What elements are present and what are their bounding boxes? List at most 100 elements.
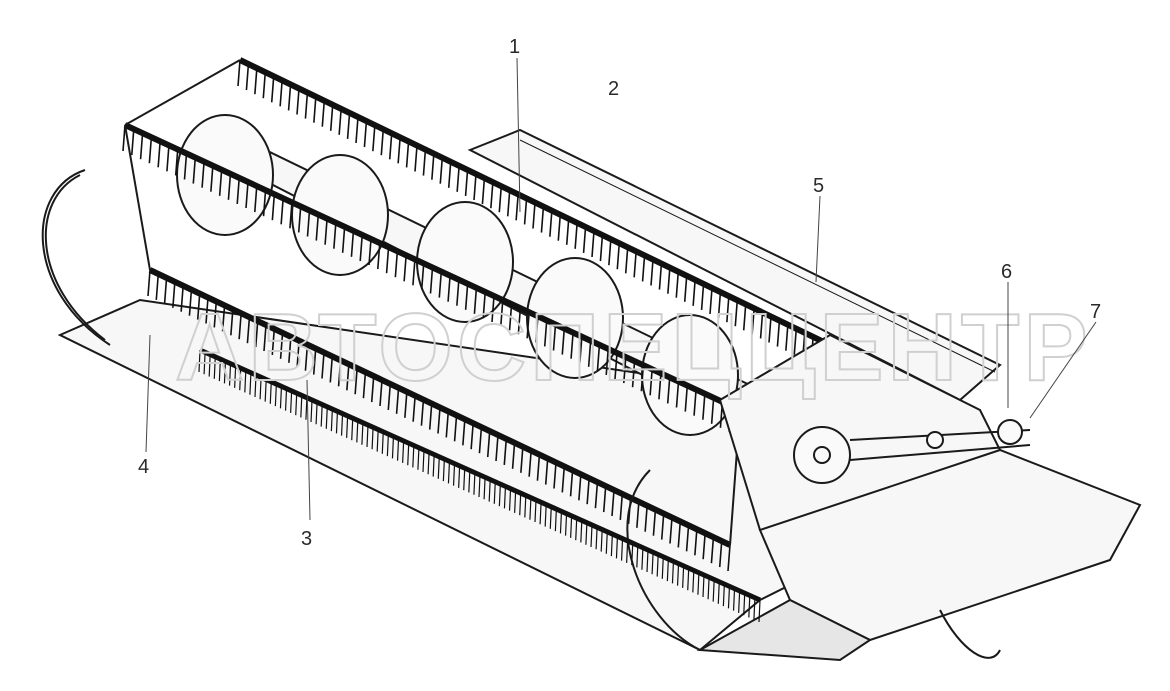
rake-tine bbox=[718, 541, 723, 568]
cutter-tooth bbox=[381, 431, 384, 454]
rake-tine bbox=[624, 247, 629, 274]
callout-6: 6 bbox=[1001, 261, 1012, 283]
rake-tine bbox=[456, 165, 460, 192]
rake-tine bbox=[478, 427, 483, 454]
rake-tine bbox=[288, 336, 292, 363]
rake-tine bbox=[395, 387, 400, 414]
rake-tine bbox=[422, 149, 427, 176]
rake-tine bbox=[523, 198, 528, 225]
rake-tine bbox=[596, 344, 601, 371]
rake-tine bbox=[304, 344, 309, 371]
rake-tine bbox=[279, 80, 283, 107]
rake-tine bbox=[245, 181, 249, 209]
rake-tine bbox=[710, 397, 715, 424]
rake-tine bbox=[139, 133, 144, 160]
rake-tine bbox=[205, 297, 209, 324]
header-back-wall bbox=[467, 128, 1002, 402]
leader-line-5 bbox=[815, 195, 821, 283]
cutter-tooth bbox=[712, 579, 715, 602]
rake-tine bbox=[237, 59, 241, 87]
cutter-tooth bbox=[534, 499, 537, 523]
cutter-tooth bbox=[564, 513, 568, 536]
rake-tine bbox=[619, 493, 624, 520]
cutter-tooth bbox=[478, 474, 481, 498]
cutter-tooth bbox=[483, 477, 486, 500]
cutter-tooth bbox=[295, 393, 298, 416]
cutter-tooth bbox=[371, 427, 374, 450]
rake-tine bbox=[658, 373, 662, 400]
rake-tine bbox=[270, 76, 275, 103]
cutter-tooth bbox=[498, 484, 501, 507]
right-end-cover bbox=[626, 333, 1142, 662]
rake-tine bbox=[734, 300, 739, 327]
rake-tine bbox=[498, 186, 503, 213]
cutter-tooth bbox=[320, 404, 323, 427]
callout-labels: 1 2 3 4 5 6 7 bbox=[138, 36, 1101, 550]
rake-tine bbox=[363, 121, 368, 148]
cutter-tooth bbox=[503, 486, 507, 509]
rake-tine bbox=[388, 133, 393, 160]
cutter-tooth bbox=[407, 443, 410, 466]
rake-tine bbox=[552, 324, 557, 351]
cutter-tooth bbox=[575, 518, 578, 541]
cutter-tooth bbox=[249, 372, 252, 395]
cutter-tooth bbox=[600, 529, 603, 552]
rake-tine bbox=[481, 178, 486, 205]
rake-tine bbox=[599, 235, 604, 262]
rake-tine bbox=[412, 395, 416, 422]
cutter-tooth bbox=[687, 568, 690, 591]
rake-tine bbox=[709, 287, 713, 315]
cutter-tooth bbox=[213, 356, 216, 379]
rake-tine bbox=[700, 283, 705, 310]
rake-tine bbox=[253, 186, 258, 213]
cutter-tooth bbox=[417, 447, 420, 470]
cutter-tooth bbox=[585, 522, 588, 545]
rake-tine bbox=[397, 137, 401, 164]
rake-tine bbox=[271, 194, 276, 221]
rake-tine bbox=[262, 72, 267, 99]
cutter-tooth bbox=[290, 390, 293, 413]
leader-line-1 bbox=[516, 57, 521, 213]
cutter-tooth bbox=[727, 586, 731, 609]
cutter-tooth bbox=[310, 399, 313, 423]
rake-tine bbox=[201, 161, 205, 188]
rake-tine bbox=[192, 157, 197, 184]
rake-tine bbox=[726, 296, 730, 323]
rake-tine bbox=[605, 348, 610, 375]
rake-tine bbox=[350, 230, 355, 257]
cutter-tooth bbox=[228, 363, 232, 386]
rake-tine bbox=[196, 293, 201, 320]
rake-tine bbox=[649, 369, 653, 396]
cutter-tooth bbox=[488, 479, 491, 502]
rake-tine bbox=[464, 283, 469, 310]
cutter-tooth bbox=[254, 374, 257, 398]
rake-tine bbox=[297, 206, 302, 233]
rake-tine bbox=[506, 190, 511, 217]
cutter-tooth bbox=[514, 490, 517, 513]
cutter-tooth bbox=[646, 549, 649, 573]
cutter-tooth bbox=[315, 402, 318, 425]
rake-tine bbox=[245, 64, 250, 91]
rake-tine bbox=[414, 145, 418, 172]
rake-tine bbox=[380, 129, 385, 156]
rake-tine bbox=[337, 360, 342, 387]
rake-tine bbox=[313, 96, 317, 123]
cutter-tooth bbox=[208, 354, 211, 377]
rake-tine bbox=[473, 287, 478, 314]
cutter-tooth bbox=[346, 415, 349, 438]
cutter-tooth bbox=[671, 561, 675, 584]
cutter-tooth bbox=[707, 577, 710, 600]
rake-tine bbox=[652, 509, 657, 536]
rake-tine bbox=[462, 419, 466, 446]
rake-tine bbox=[717, 292, 722, 319]
rake-tine bbox=[544, 458, 549, 485]
rake-tine bbox=[438, 271, 443, 298]
rake-tine bbox=[359, 234, 364, 261]
rake-tine bbox=[148, 137, 153, 164]
cutter-tooth bbox=[203, 352, 206, 375]
cutter-tooth bbox=[692, 570, 695, 593]
rake-tine bbox=[420, 399, 425, 426]
cutter-tooth bbox=[396, 438, 400, 461]
rake-tine bbox=[379, 379, 383, 407]
